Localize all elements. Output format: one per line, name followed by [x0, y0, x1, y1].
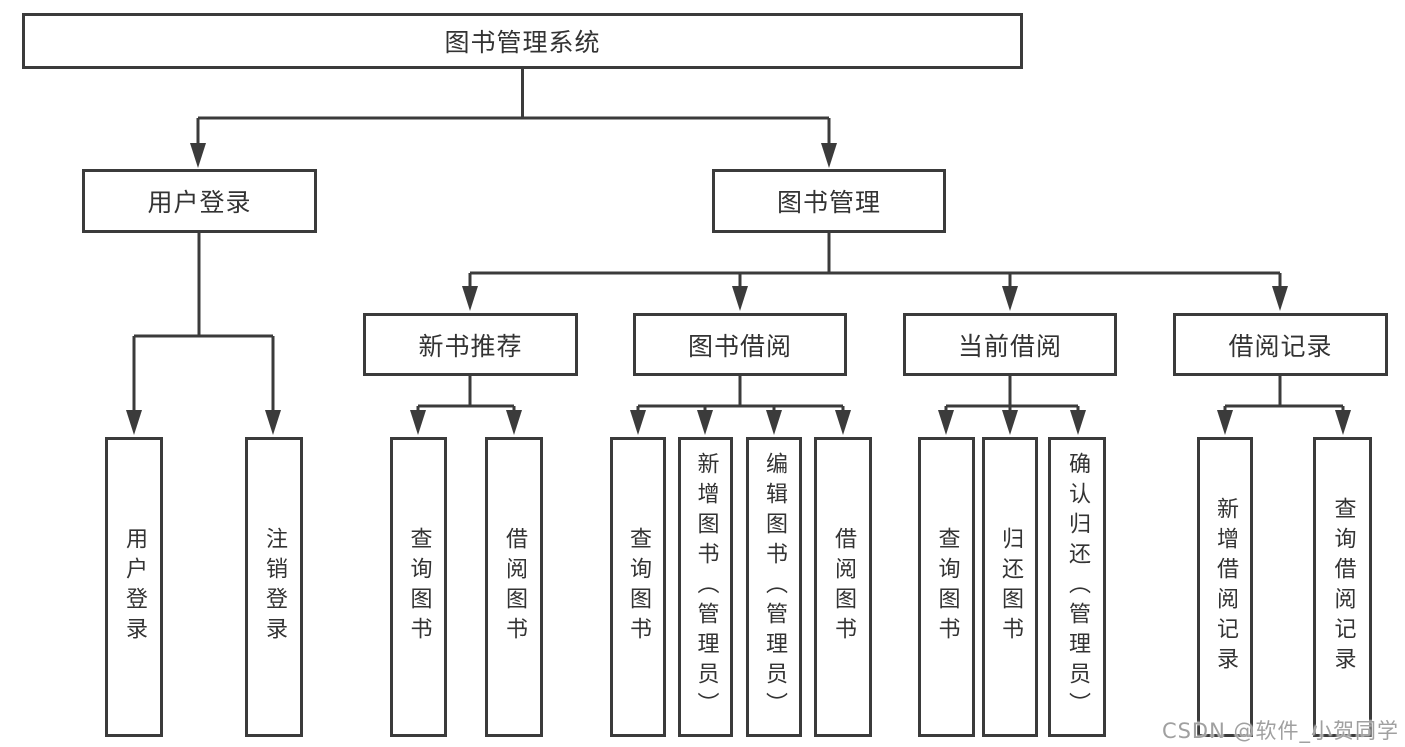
arrowhead-icon [410, 410, 426, 435]
arrowhead-icon [835, 410, 851, 435]
edge-root-to-level2 [196, 69, 831, 148]
arrowhead-icon [126, 410, 142, 435]
edge-borrowing-to-leaves [636, 376, 845, 414]
node-borrow-records: 借阅记录 [1173, 313, 1388, 376]
leaf-user-login: 用户登录 [105, 437, 163, 737]
leaf-query-borrow-record: 查询借阅记录 [1313, 437, 1372, 737]
arrowhead-icon [1070, 410, 1086, 435]
edge-userlogin-to-leaves [132, 233, 275, 414]
leaf-return-books: 归还图书 [982, 437, 1038, 737]
edge-current-to-leaves [944, 376, 1080, 414]
leaf-add-borrow-record: 新增借阅记录 [1197, 437, 1253, 737]
watermark-text: CSDN @软件_小贺同学 [1161, 719, 1399, 743]
node-book-management: 图书管理 [712, 169, 946, 233]
leaf-add-book-admin: 新增图书（管理员） [678, 437, 733, 737]
arrowhead-icon [1002, 410, 1018, 435]
leaf-query-books-current: 查询图书 [918, 437, 975, 737]
arrowhead-icon [1002, 286, 1018, 311]
arrowhead-icons [126, 143, 1351, 435]
arrowhead-icon [190, 143, 206, 168]
leaf-edit-book-admin: 编辑图书（管理员） [746, 437, 802, 737]
leaf-query-books-recommend: 查询图书 [390, 437, 447, 737]
leaf-confirm-return-admin: 确认归还（管理员） [1048, 437, 1106, 737]
arrowhead-icon [506, 410, 522, 435]
leaf-borrow-books-recommend: 借阅图书 [485, 437, 543, 737]
arrowhead-icon [697, 410, 713, 435]
arrowhead-icon [821, 143, 837, 168]
arrowhead-icon [766, 410, 782, 435]
leaf-borrow-books: 借阅图书 [814, 437, 872, 737]
edge-bookmgmt-to-level3 [468, 233, 1282, 290]
arrowhead-icon [732, 286, 748, 311]
arrowhead-icon [462, 286, 478, 311]
arrowhead-icon [938, 410, 954, 435]
leaf-query-books-borrowing: 查询图书 [610, 437, 666, 737]
node-new-book-recommend: 新书推荐 [363, 313, 578, 376]
arrowhead-icon [630, 410, 646, 435]
node-book-borrowing: 图书借阅 [633, 313, 847, 376]
arrowhead-icon [1217, 410, 1233, 435]
arrowhead-icon [1272, 286, 1288, 311]
arrowhead-icon [265, 410, 281, 435]
node-current-borrowing: 当前借阅 [903, 313, 1117, 376]
arrowhead-icon [1335, 410, 1351, 435]
node-user-login: 用户登录 [82, 169, 317, 233]
leaf-logout-login: 注销登录 [245, 437, 303, 737]
node-library-system: 图书管理系统 [22, 13, 1023, 69]
edge-newbook-to-leaves [416, 376, 516, 414]
edge-records-to-leaves [1223, 376, 1345, 414]
